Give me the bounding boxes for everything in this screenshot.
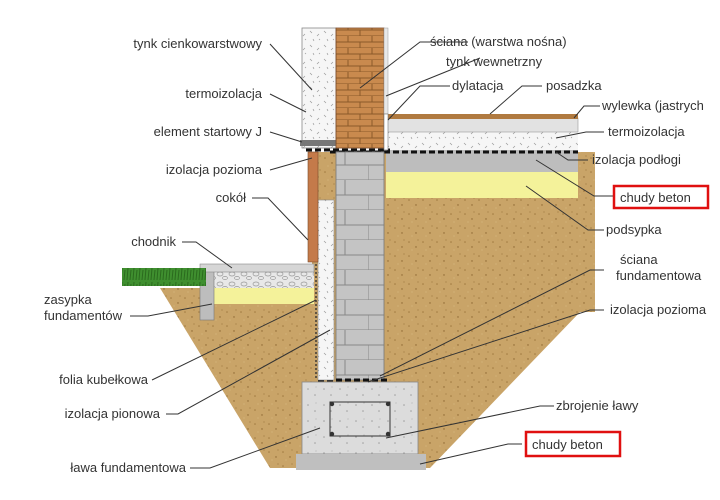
label-lawa-fundamentowa: ława fundamentowa: [70, 460, 186, 475]
label-izolacja-podlogi: izolacja podłogi: [592, 152, 681, 167]
label-cokol: cokół: [216, 190, 246, 205]
floor-thermal-insulation: [386, 132, 578, 150]
floor-lean-concrete: [386, 150, 578, 172]
label-izolacja-pozioma-gora: izolacja pozioma: [166, 162, 263, 177]
leader-lines: [130, 41, 614, 469]
floor-finish: [386, 114, 578, 119]
walkway-sand: [208, 288, 314, 304]
floor-screed: [385, 117, 579, 133]
label-sciana-fund-2: fundamentowa: [616, 268, 702, 283]
label-chodnik: chodnik: [131, 234, 176, 249]
highlight-box-chudy-beton-dol: [524, 430, 622, 458]
perimeter-insulation: [317, 199, 335, 381]
rebar-dot: [329, 401, 335, 407]
floor-sand-layer: [386, 172, 578, 198]
plinth: [307, 151, 319, 263]
walkway-gravel: [208, 272, 314, 288]
label-termoizolacja-sciana: termoizolacja: [185, 86, 262, 101]
wall-thermal-insulation: [301, 27, 337, 149]
rebar-dot: [385, 431, 391, 437]
footing-rebar: [329, 401, 391, 437]
walkway-surface: [199, 263, 315, 273]
label-zbrojenie-lawy: zbrojenie ławy: [556, 398, 639, 413]
label-termoizolacja-podloga: termoizolacja: [608, 124, 685, 139]
label-izolacja-pozioma-dol: izolacja pozioma: [610, 302, 707, 317]
rebar-dot: [385, 401, 391, 407]
highlight-box-chudy-beton-gora: [612, 184, 710, 210]
grass-strip: [122, 268, 206, 286]
footing: [301, 381, 419, 455]
label-posadzka: posadzka: [546, 78, 602, 93]
expansion-joint: [383, 113, 389, 151]
label-element-startowy: element startowy J: [154, 124, 262, 139]
label-chudy-beton-gora: chudy beton: [620, 190, 691, 205]
foundation-wall: [335, 151, 385, 381]
rebar-dot: [329, 431, 335, 437]
label-sciana-fund-1: ściana: [620, 252, 658, 267]
start-element-j: [300, 140, 336, 146]
label-tynk-wewnetrzny: tynk wewnetrzny: [446, 54, 543, 69]
label-dylatacja: dylatacja: [452, 78, 504, 93]
internal-plaster: [383, 27, 389, 115]
label-zasypka-1: zasypka: [44, 292, 92, 307]
label-izolacja-pionowa: izolacja pionowa: [65, 406, 161, 421]
label-zasypka-2: fundamentów: [44, 308, 123, 323]
label-sciana-nosna: ściana (warstwa nośna): [430, 34, 567, 49]
label-chudy-beton-dol: chudy beton: [532, 437, 603, 452]
label-tynk-cienkowarstwowy: tynk cienkowarstwowy: [133, 36, 262, 51]
label-folia-kubelkowa: folia kubełkowa: [59, 372, 149, 387]
label-wylewka: wylewka (jastrych: [601, 98, 704, 113]
label-podsypka: podsypka: [606, 222, 662, 237]
footing-lean-concrete: [296, 454, 426, 470]
